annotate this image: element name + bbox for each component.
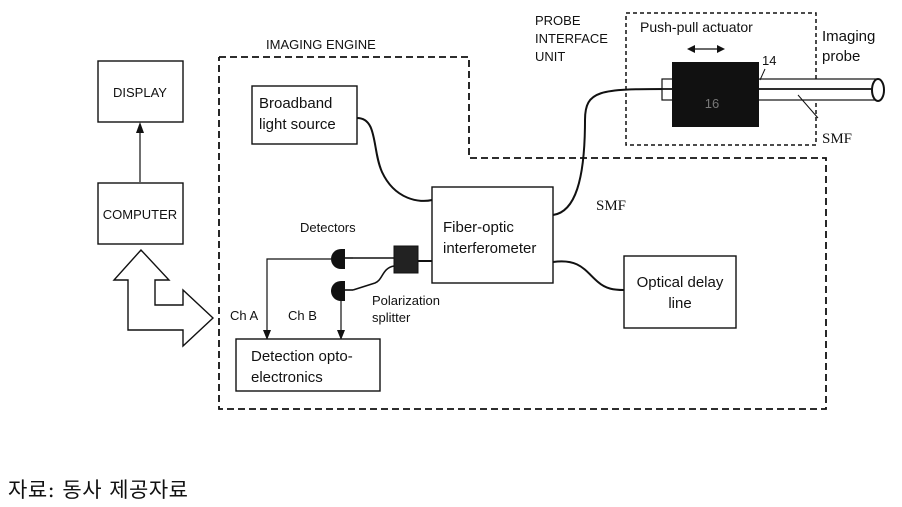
display-label: DISPLAY <box>113 85 167 100</box>
push-pull-label: Push-pull actuator <box>640 19 753 35</box>
fiber-interferometer-to-delay <box>552 260 625 291</box>
arrow-down-icon <box>263 330 271 340</box>
probe-label-line3: UNIT <box>535 49 565 64</box>
imaging-probe-line1: Imaging <box>822 28 875 45</box>
actuator-block <box>672 62 759 127</box>
broadband-source-box <box>251 85 358 145</box>
fiber-interferometer-box <box>431 186 554 284</box>
detection-opto-box <box>235 338 381 392</box>
imaging-engine-label: IMAGING ENGINE <box>266 37 376 52</box>
broadband-label-line1: Broadband <box>259 95 332 112</box>
channel-b-label: Ch B <box>288 308 317 323</box>
computer-box <box>97 182 184 245</box>
delay-label-line1: Optical delay <box>637 274 724 291</box>
reference-14: 14 <box>762 53 776 68</box>
polarization-splitter-icon <box>393 245 419 274</box>
optical-delay-box <box>623 255 737 329</box>
arrow-down-icon <box>337 330 345 340</box>
arrow-left-icon <box>687 45 695 53</box>
imaging-engine-boundary <box>218 56 827 410</box>
arrow-right-icon <box>717 45 725 53</box>
source-note: 자료: 동사 제공자료 <box>8 478 189 502</box>
imaging-probe-line2: probe <box>822 48 860 65</box>
actuator-number: 16 <box>705 96 719 111</box>
probe-label-line1: PROBE <box>535 13 581 28</box>
detection-label-line2: electronics <box>251 369 323 386</box>
probe-label-line2: INTERFACE <box>535 31 608 46</box>
arrow-up-icon <box>136 122 144 133</box>
channel-a-label: Ch A <box>230 308 259 323</box>
display-box <box>97 60 184 123</box>
data-bus-arrow-icon <box>112 248 215 348</box>
detector-a-icon <box>331 249 345 269</box>
fiber-source-to-interferometer <box>356 117 433 202</box>
smf-label-2: SMF <box>822 131 852 147</box>
detectors-label: Detectors <box>300 220 356 235</box>
delay-label-line2: line <box>668 295 691 312</box>
interferometer-label-line2: interferometer <box>443 240 536 257</box>
smf-label-1: SMF <box>596 198 626 214</box>
splitter-label-line2: splitter <box>372 310 411 325</box>
interferometer-label-line1: Fiber-optic <box>443 219 514 236</box>
optical-imaging-diagram: IMAGING ENGINE PROBE INTERFACE UNIT DISP… <box>97 12 885 410</box>
detection-label-line1: Detection opto- <box>251 348 353 365</box>
computer-label: COMPUTER <box>103 207 177 222</box>
splitter-label-line1: Polarization <box>372 293 440 308</box>
probe-tip-icon <box>871 78 885 102</box>
broadband-label-line2: light source <box>259 116 336 133</box>
fiber-interferometer-to-probe <box>552 88 669 216</box>
